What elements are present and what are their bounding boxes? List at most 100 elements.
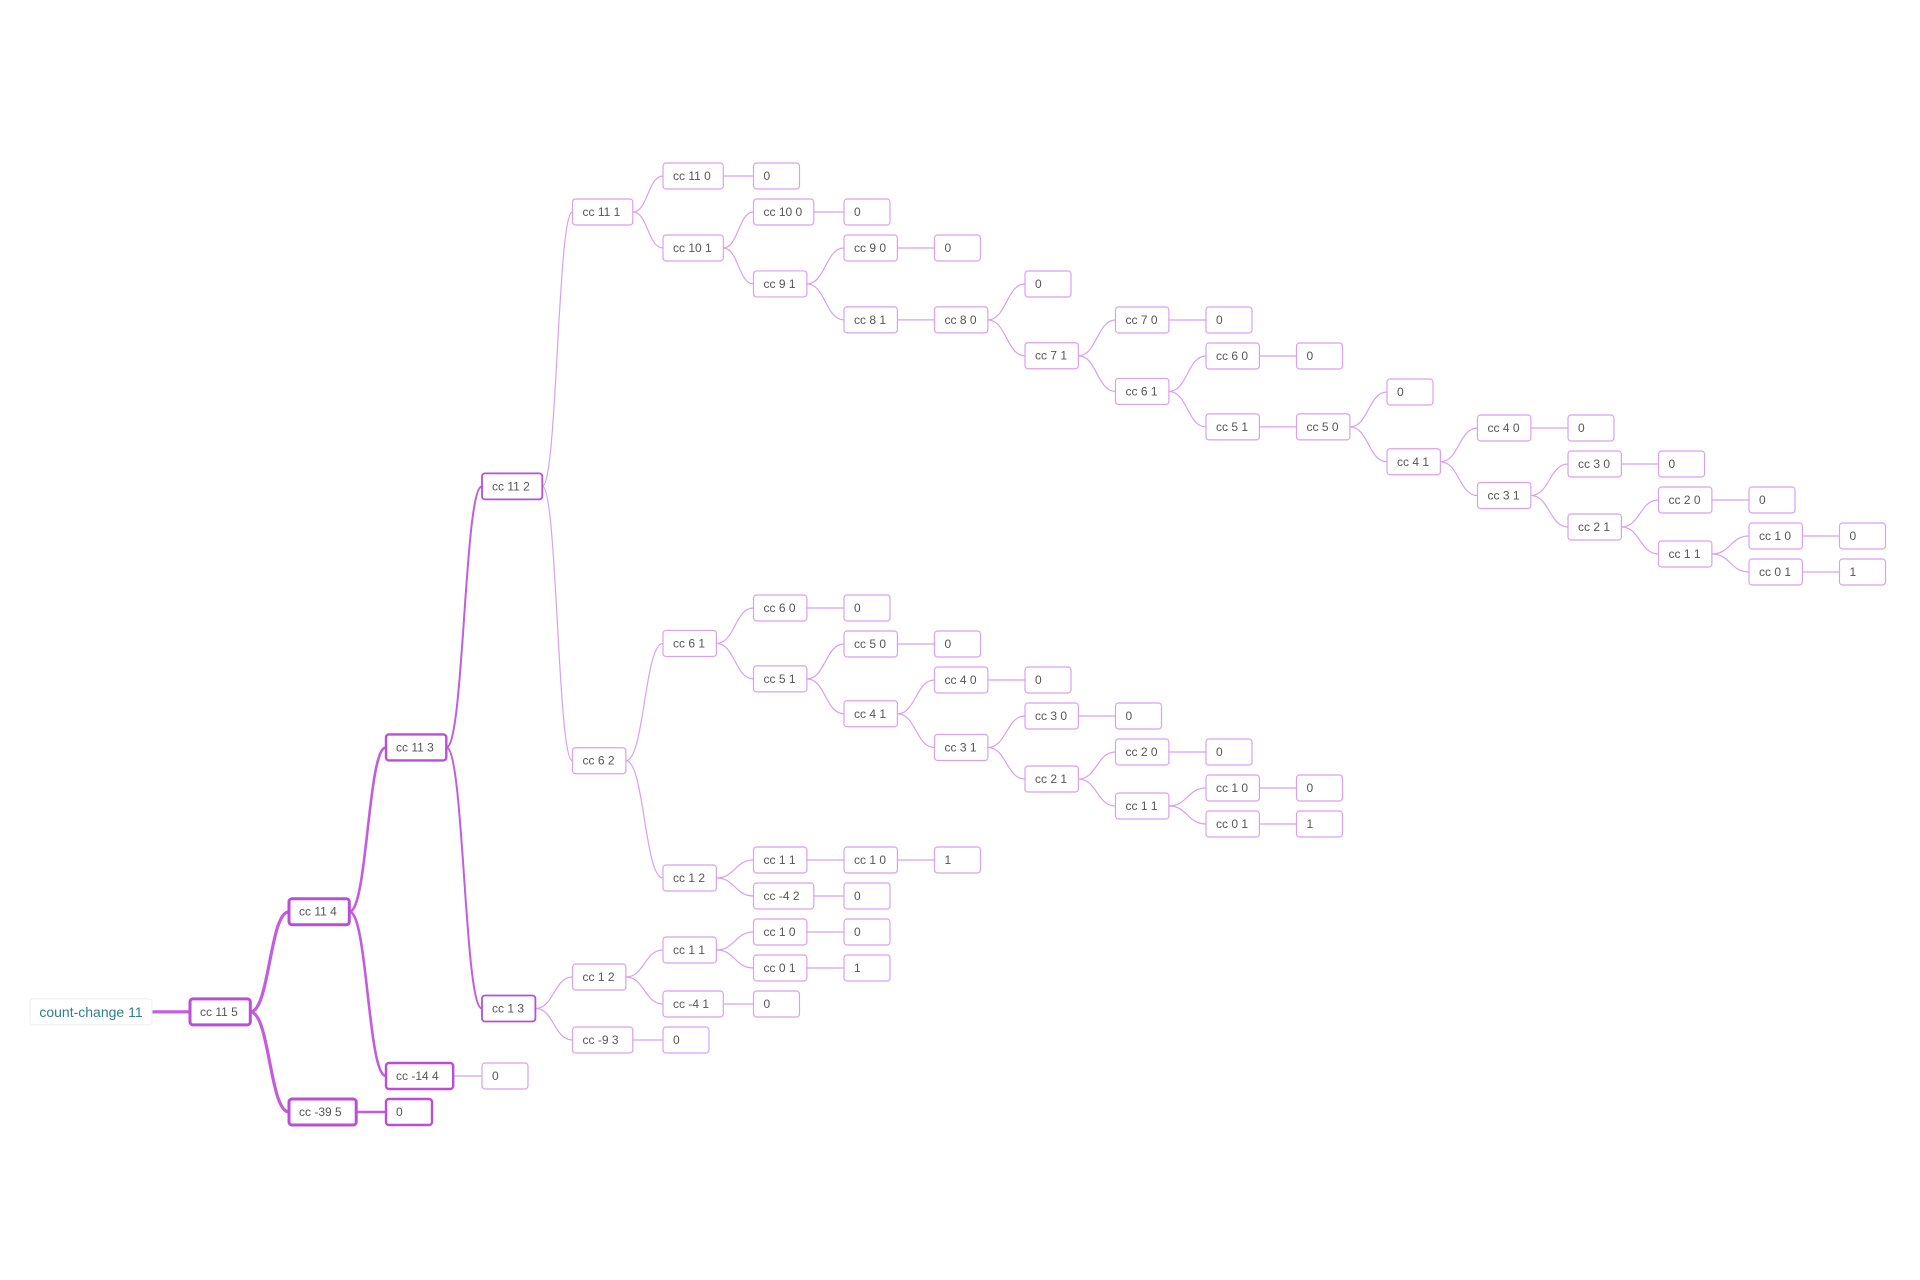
edge-cc-6-1-to-cc-6-0 bbox=[716, 607, 754, 645]
node-label: 1 bbox=[1850, 565, 1857, 579]
tree-node-cc-3-0[interactable]: cc 3 0 bbox=[1567, 450, 1623, 478]
leaf-node-0[interactable]: 0 bbox=[1205, 306, 1253, 334]
leaf-node-0[interactable]: 0 bbox=[662, 1026, 710, 1054]
node-label: cc 1 0 bbox=[854, 853, 886, 867]
node-label: cc 6 1 bbox=[673, 636, 705, 650]
tree-node-cc-1-1[interactable]: cc 1 1 bbox=[662, 936, 718, 964]
tree-node-cc-5-0[interactable]: cc 5 0 bbox=[1295, 413, 1351, 441]
leaf-node-0[interactable]: 0 bbox=[1838, 522, 1887, 550]
tree-node-cc-9-0[interactable]: cc 9 0 bbox=[843, 234, 899, 262]
tree-node-cc-11-4[interactable]: cc 11 4 bbox=[287, 897, 351, 927]
tree-node-cc-7-0[interactable]: cc 7 0 bbox=[1114, 306, 1170, 334]
tree-node-cc-2-0[interactable]: cc 2 0 bbox=[1114, 738, 1170, 766]
tree-node-cc-6-0[interactable]: cc 6 0 bbox=[1205, 342, 1261, 370]
tree-node-cc-11-5[interactable]: cc 11 5 bbox=[188, 997, 252, 1027]
edge-cc-6-1-to-cc-5-1 bbox=[716, 642, 754, 680]
leaf-node-0[interactable]: 0 bbox=[752, 162, 801, 190]
leaf-node-0[interactable]: 0 bbox=[843, 882, 891, 910]
tree-node-cc-11-2[interactable]: cc 11 2 bbox=[481, 472, 544, 501]
tree-node-cc-4-0[interactable]: cc 4 0 bbox=[1476, 414, 1532, 442]
tree-node-cc-2-1[interactable]: cc 2 1 bbox=[1024, 765, 1080, 793]
tree-node-cc-4-1[interactable]: cc 4 1 bbox=[1386, 448, 1442, 476]
leaf-node-0[interactable]: 0 bbox=[933, 234, 982, 262]
tree-node-cc-1-2[interactable]: cc 1 2 bbox=[662, 864, 718, 892]
tree-node-cc-4-1[interactable]: cc 4 1 bbox=[843, 700, 899, 728]
tree-node-cc-2-1[interactable]: cc 2 1 bbox=[1567, 513, 1623, 541]
root-node[interactable]: count-change 11 bbox=[29, 998, 153, 1026]
tree-node-cc-11-1[interactable]: cc 11 1 bbox=[571, 198, 634, 226]
tree-node-cc-3-0[interactable]: cc 3 0 bbox=[1024, 702, 1080, 730]
tree-node-cc-11-0[interactable]: cc 11 0 bbox=[662, 162, 724, 190]
leaf-node-0[interactable]: 0 bbox=[1024, 270, 1072, 298]
leaf-node-0[interactable]: 0 bbox=[752, 990, 801, 1018]
leaf-node-0[interactable]: 0 bbox=[1024, 666, 1072, 694]
tree-node-cc-1-0[interactable]: cc 1 0 bbox=[1205, 774, 1261, 802]
node-box bbox=[1024, 342, 1080, 370]
leaf-node-0[interactable]: 0 bbox=[1295, 774, 1344, 802]
tree-node-cc-1-1[interactable]: cc 1 1 bbox=[1114, 792, 1170, 820]
tree-node-cc-neg9-3[interactable]: cc -9 3 bbox=[571, 1026, 634, 1054]
leaf-node-0[interactable]: 0 bbox=[1205, 738, 1253, 766]
tree-node-cc-6-2[interactable]: cc 6 2 bbox=[571, 747, 627, 775]
leaf-node-0[interactable]: 0 bbox=[1748, 486, 1796, 514]
node-box bbox=[481, 1062, 529, 1090]
leaf-node-0[interactable]: 0 bbox=[1657, 450, 1706, 478]
tree-node-cc-0-1[interactable]: cc 0 1 bbox=[1205, 810, 1261, 838]
leaf-node-0[interactable]: 0 bbox=[933, 630, 982, 658]
tree-node-cc-neg39-5[interactable]: cc -39 5 bbox=[287, 1097, 358, 1127]
leaf-node-0[interactable]: 0 bbox=[1114, 702, 1163, 730]
edge-cc-1-1-to-cc-1-0 bbox=[716, 931, 754, 951]
leaf-node-0[interactable]: 0 bbox=[1567, 414, 1615, 442]
tree-node-cc-10-1[interactable]: cc 10 1 bbox=[662, 234, 724, 262]
leaf-node-0[interactable]: 0 bbox=[843, 198, 891, 226]
tree-node-cc-5-1[interactable]: cc 5 1 bbox=[752, 665, 808, 693]
tree-node-cc-neg4-1[interactable]: cc -4 1 bbox=[662, 990, 724, 1018]
tree-node-cc-6-0[interactable]: cc 6 0 bbox=[752, 594, 808, 622]
tree-node-cc-1-0[interactable]: cc 1 0 bbox=[1748, 522, 1804, 550]
node-label: cc 0 1 bbox=[764, 961, 796, 975]
tree-node-cc-6-1[interactable]: cc 6 1 bbox=[662, 629, 718, 658]
tree-node-cc-9-1[interactable]: cc 9 1 bbox=[752, 270, 808, 298]
tree-node-cc-5-0[interactable]: cc 5 0 bbox=[843, 630, 899, 658]
leaf-node-0[interactable]: 0 bbox=[384, 1097, 434, 1127]
tree-node-cc-3-1[interactable]: cc 3 1 bbox=[1476, 481, 1532, 510]
node-box bbox=[1205, 810, 1261, 838]
tree-node-cc-10-0[interactable]: cc 10 0 bbox=[752, 198, 815, 226]
tree-node-cc-11-3[interactable]: cc 11 3 bbox=[384, 733, 448, 762]
leaf-node-0[interactable]: 0 bbox=[843, 918, 891, 946]
edge-cc-11-5-to-cc-11-4 bbox=[249, 910, 290, 1014]
node-box bbox=[843, 918, 891, 946]
tree-node-cc-0-1[interactable]: cc 0 1 bbox=[752, 954, 808, 982]
tree-node-cc-4-0[interactable]: cc 4 0 bbox=[933, 666, 989, 694]
tree-node-cc-5-1[interactable]: cc 5 1 bbox=[1205, 413, 1261, 441]
tree-node-cc-3-1[interactable]: cc 3 1 bbox=[933, 733, 989, 762]
tree-node-cc-1-0[interactable]: cc 1 0 bbox=[843, 846, 899, 874]
leaf-node-1[interactable]: 1 bbox=[1295, 810, 1344, 838]
tree-node-cc-1-1[interactable]: cc 1 1 bbox=[752, 846, 808, 874]
tree-node-cc-2-0[interactable]: cc 2 0 bbox=[1657, 486, 1713, 514]
leaf-node-0[interactable]: 0 bbox=[481, 1062, 529, 1090]
node-box bbox=[752, 846, 808, 874]
tree-node-cc-1-1[interactable]: cc 1 1 bbox=[1657, 540, 1713, 568]
leaf-node-0[interactable]: 0 bbox=[1386, 378, 1434, 406]
tree-node-cc-1-3[interactable]: cc 1 3 bbox=[481, 994, 537, 1023]
tree-node-cc-0-1[interactable]: cc 0 1 bbox=[1748, 558, 1804, 586]
tree-node-cc-neg14-4[interactable]: cc -14 4 bbox=[384, 1061, 455, 1091]
node-box bbox=[843, 846, 899, 874]
edge-cc-6-2-to-cc-1-2 bbox=[625, 760, 664, 879]
tree-node-cc-1-0[interactable]: cc 1 0 bbox=[752, 918, 808, 946]
node-box bbox=[1114, 306, 1170, 334]
tree-node-cc-6-1[interactable]: cc 6 1 bbox=[1114, 377, 1170, 406]
tree-node-cc-1-2[interactable]: cc 1 2 bbox=[571, 963, 627, 991]
node-label: cc 11 0 bbox=[673, 169, 711, 183]
tree-node-cc-8-1[interactable]: cc 8 1 bbox=[843, 306, 899, 334]
leaf-node-1[interactable]: 1 bbox=[933, 846, 982, 874]
edge-cc-7-1-to-cc-7-0 bbox=[1078, 319, 1116, 357]
leaf-node-1[interactable]: 1 bbox=[843, 954, 891, 982]
leaf-node-1[interactable]: 1 bbox=[1838, 558, 1887, 586]
tree-node-cc-neg4-2[interactable]: cc -4 2 bbox=[752, 882, 815, 910]
tree-node-cc-7-1[interactable]: cc 7 1 bbox=[1024, 342, 1080, 370]
leaf-node-0[interactable]: 0 bbox=[843, 594, 891, 622]
leaf-node-0[interactable]: 0 bbox=[1295, 342, 1344, 370]
tree-node-cc-8-0[interactable]: cc 8 0 bbox=[933, 306, 989, 334]
